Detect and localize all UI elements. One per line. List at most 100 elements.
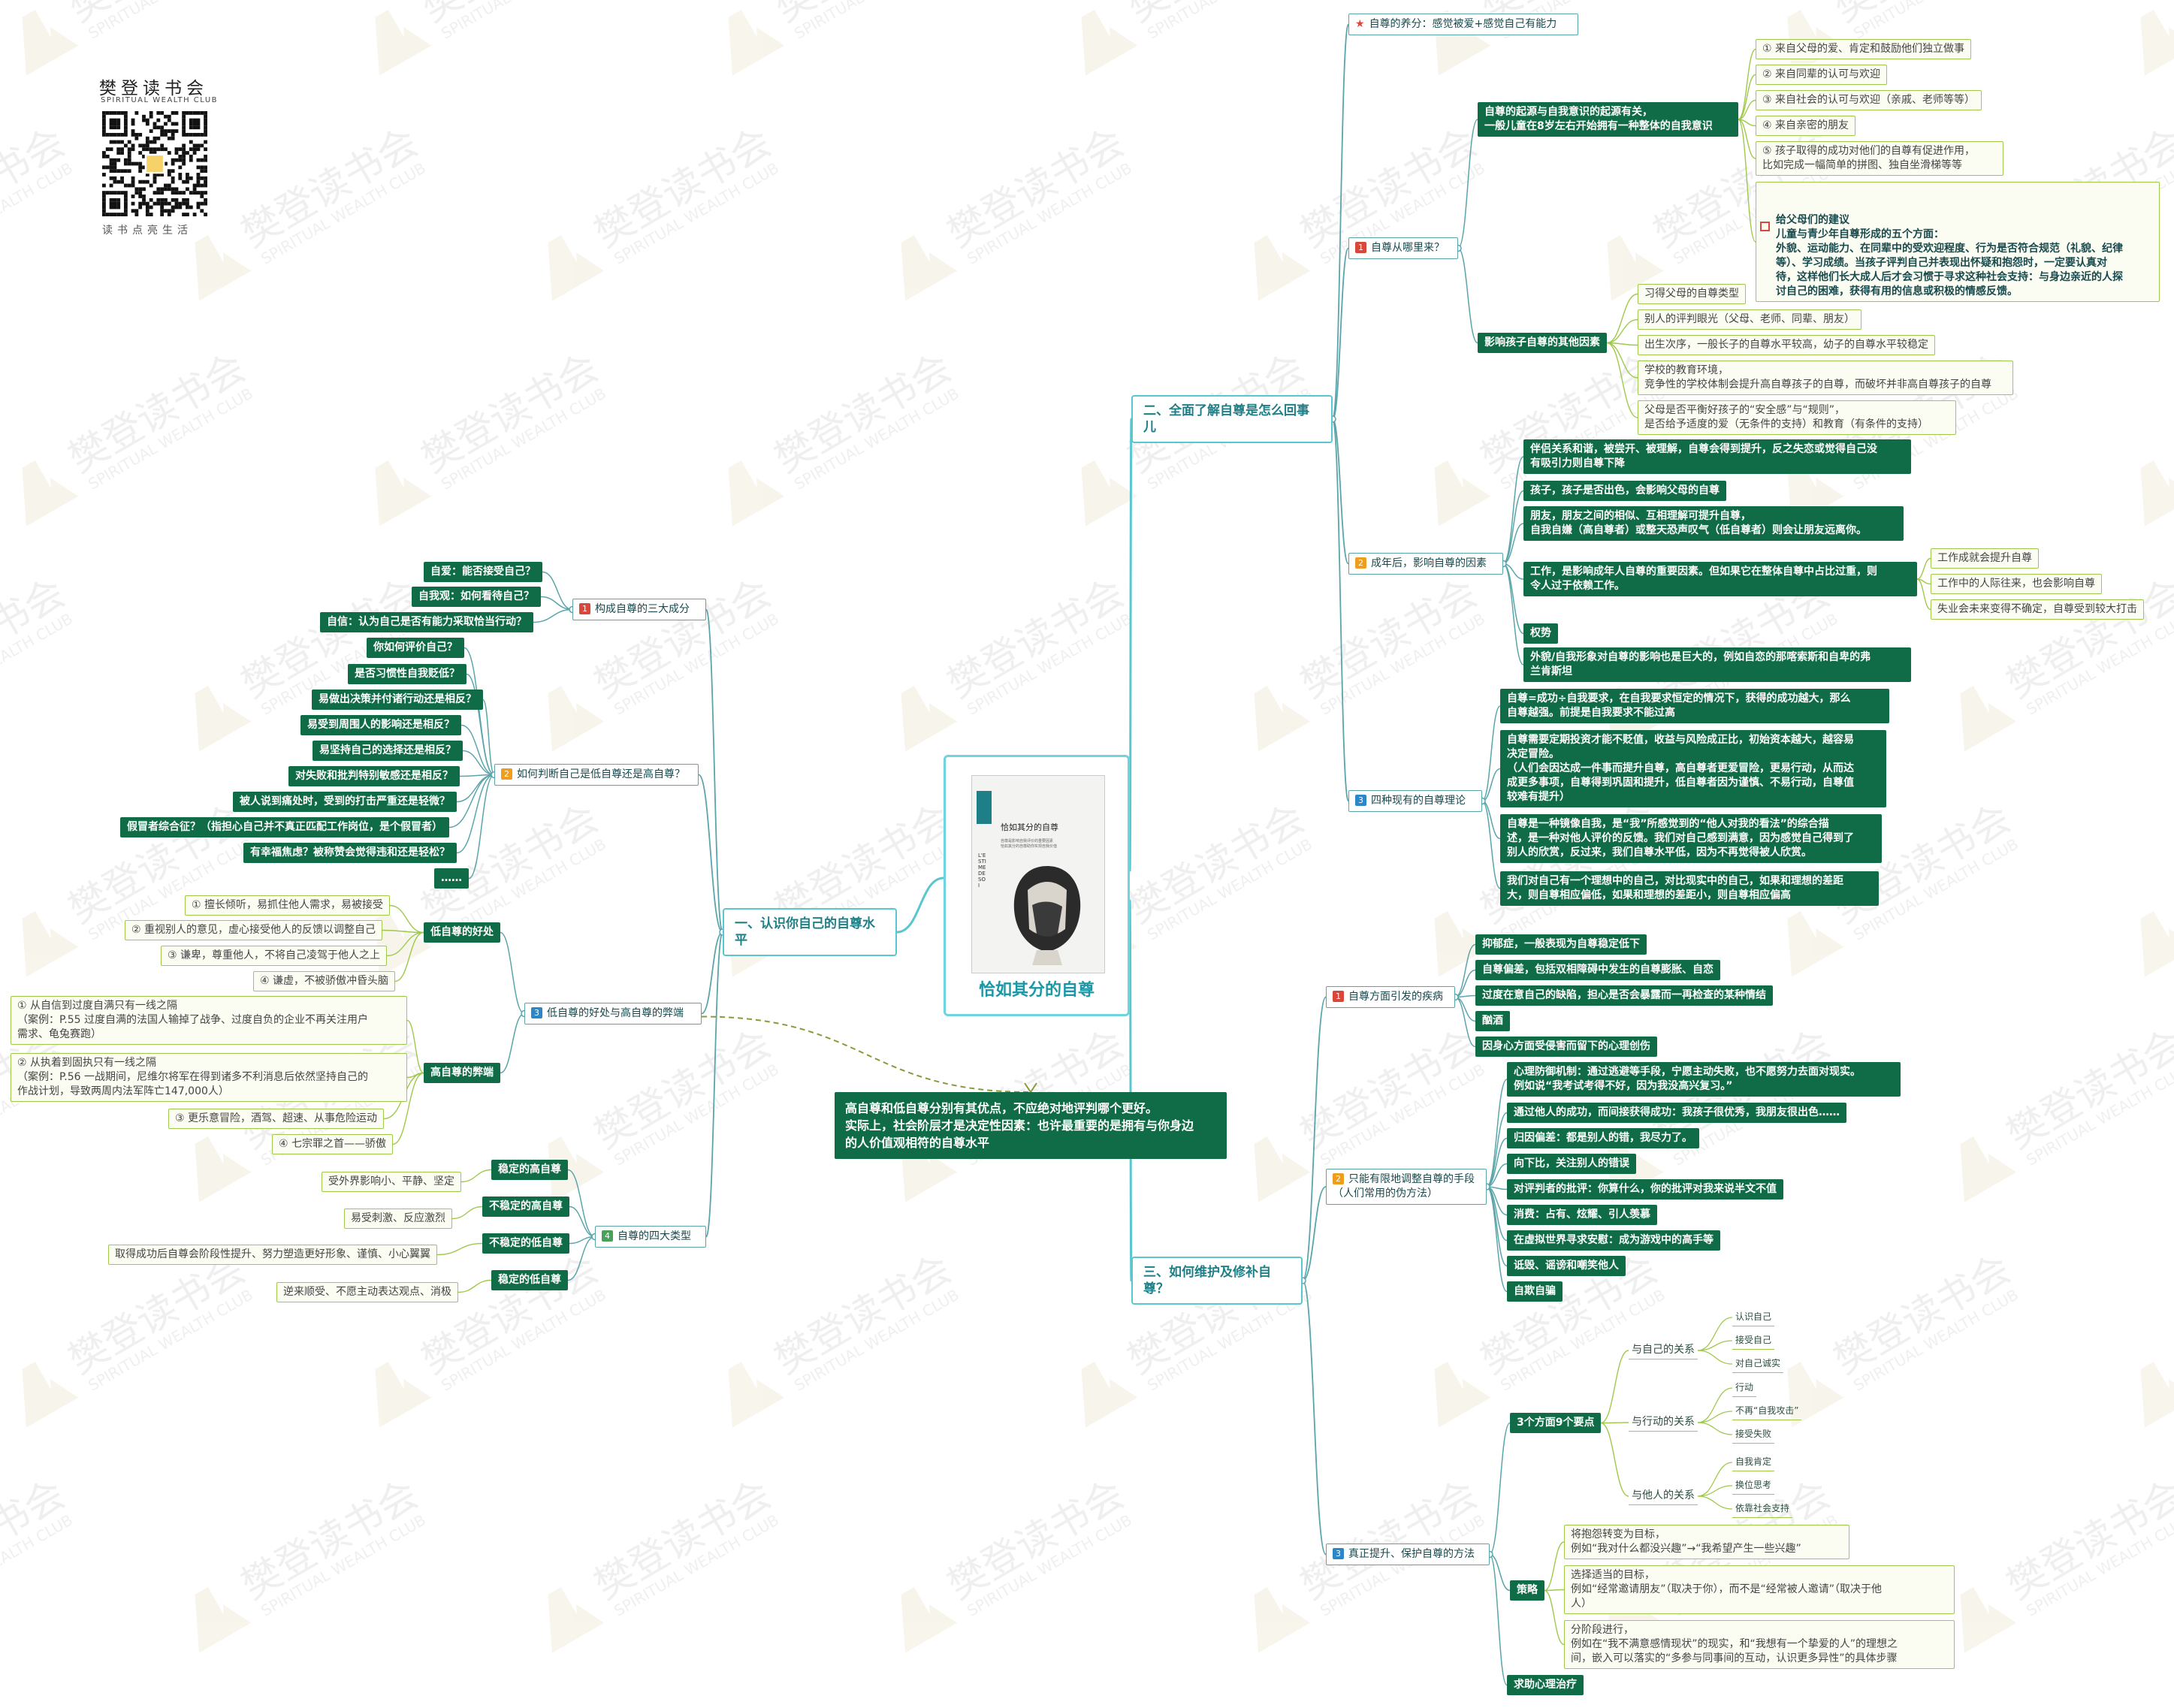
pseudo-method[interactable]: 消费：占有、炫耀、引人羡慕 [1507,1205,1657,1225]
relation-item[interactable]: 行动 [1732,1379,1757,1397]
nine-points[interactable]: 3个方面9个要点 [1510,1413,1602,1433]
branch-3-title[interactable]: 三、如何维护及修补自尊？ [1131,1257,1303,1305]
high-esteem-bad-label[interactable]: 高自尊的弊端 [424,1063,500,1083]
b1-s2-item[interactable]: 假冒者综合征？（指担心自己并不真正匹配工作岗位，是个假冒者） [120,817,449,837]
pseudo-method[interactable]: 在虚拟世界寻求安慰：成为游戏中的高手等 [1507,1230,1720,1251]
branch-2-title[interactable]: 二、全面了解自尊是怎么回事儿 [1131,395,1333,443]
pseudo-method[interactable]: 向下比，关注别人的错误 [1507,1154,1636,1174]
summary-note[interactable]: 高自尊和低自尊分别有其优点，不应绝对地评判哪个更好。 实际上，社会阶层才是决定性… [835,1092,1227,1159]
low-esteem-good-item[interactable]: ① 擅长倾听，易抓住他人需求，易被接受 [185,895,390,916]
b1-s2-item[interactable]: 易坚持自己的选择还是相反？ [313,741,463,761]
work-item[interactable]: 工作成就会提升自尊 [1931,548,2039,569]
pseudo-method[interactable]: 诋毁、谣谤和嘲笑他人 [1507,1256,1626,1276]
b1-s2-item[interactable]: 对失败和批判特别敏感还是相反？ [288,766,460,786]
b2-star-node[interactable]: ★自尊的养分：感觉被爱+感觉自己有能力 [1348,14,1578,35]
esteem-type-desc[interactable]: 受外界影响小、平静、坚定 [322,1172,461,1192]
pseudo-method[interactable]: 对评判者的批评：你算什么，你的批评对我来说半文不值 [1507,1179,1783,1200]
parent-advice-card[interactable]: 给父母们的建议 儿童与青少年自尊形成的五个方面： 外貌、运动能力、在同辈中的受欢… [1756,182,2160,302]
disease-item[interactable]: 抑郁症，一般表现为自尊稳定低下 [1475,934,1647,955]
adult-factor[interactable]: 工作，是影响成年人自尊的重要因素。但如果它在整体自尊中占比过重，则 令人过于依赖… [1523,562,1917,596]
adult-factor[interactable]: 外貌/自我形象对自尊的影响也是巨大的，例如自恋的那喀索斯和自卑的弗 兰肯斯坦 [1523,647,1911,682]
b1-s2-item[interactable]: 有幸福焦虑？被称赞会觉得违和还是轻松？ [243,843,457,863]
high-esteem-bad-item[interactable]: ① 从自信到过度自满只有一线之隔 （案例：P.55 过度自满的法国人输掉了战争、… [11,996,407,1045]
low-esteem-good-item[interactable]: ③ 谦卑，尊重他人，不将自己凌驾于他人之上 [161,946,387,966]
work-item[interactable]: 工作中的人际往来，也会影响自尊 [1931,574,2102,594]
relation-item[interactable]: 换位思考 [1732,1477,1775,1495]
relation-item[interactable]: 依靠社会支持 [1732,1500,1793,1518]
pseudo-method[interactable]: 归因偏差：都是别人的错，我尽力了。 [1507,1128,1699,1148]
strategy-item[interactable]: 选择适当的目标， 例如“经常邀请朋友”（取决于你），而不是“经常被人邀请”（取决… [1564,1565,1955,1614]
esteem-type-desc[interactable]: 易受刺激、反应激烈 [344,1209,452,1229]
high-esteem-bad-item[interactable]: ③ 更乐意冒险，酒驾、超速、从事危险运动 [168,1109,384,1129]
b1-s2-item[interactable]: 你如何评价自己？ [367,638,464,658]
b1-s1-item[interactable]: 自我观：如何看待自己？ [412,587,541,607]
esteem-type-label[interactable]: 不稳定的低自尊 [482,1233,569,1254]
esteem-theory[interactable]: 自尊需要定期投资才能不贬值，收益与风险成正比，初始资本越大，越容易 决定冒险。 … [1500,730,1886,807]
b1-s2-item[interactable]: 易受到周围人的影响还是相反？ [300,715,461,735]
b1-s2-item[interactable]: 被人说到痛处时，受到的打击严重还是轻微？ [233,792,457,812]
other-factor-item[interactable]: 父母是否平衡好孩子的“安全感”与“规则”， 是否给予适度的爱（无条件的支持）和教… [1638,400,1956,435]
low-esteem-good-label[interactable]: 低自尊的好处 [424,922,500,943]
other-factors[interactable]: 影响孩子自尊的其他因素 [1478,333,1607,353]
esteem-theory[interactable]: 自尊=成功÷自我要求，在自我要求恒定的情况下，获得的成功越大，那么 自尊越强。前… [1500,689,1889,723]
pseudo-method[interactable]: 自欺自骗 [1507,1281,1563,1302]
other-factor-item[interactable]: 习得父母的自尊类型 [1638,284,1746,304]
relation-item[interactable]: 不再“自我攻击” [1732,1402,1802,1420]
strategy-item[interactable]: 分阶段进行， 例如在“我不满意感情现状”的现实，和“我想有一个挚爱的人”的理想之… [1564,1620,1955,1669]
other-factor-item[interactable]: 学校的教育环境， 竞争性的学校体制会提升高自尊孩子的自尊，而破坏并非高自尊孩子的… [1638,361,2013,395]
branch-1-title[interactable]: 一、认识你自己的自尊水平 [723,908,897,956]
low-esteem-good-item[interactable]: ④ 谦虚，不被骄傲冲昏头脑 [253,971,396,991]
esteem-origin[interactable]: 自尊的起源与自我意识的起源有关， 一般儿童在8岁左右开始拥有一种整体的自我意识 [1478,102,1738,137]
disease-item[interactable]: 酗酒 [1475,1011,1510,1031]
adult-factor[interactable]: 孩子，孩子是否出色，会影响父母的自尊 [1523,481,1726,501]
center-node[interactable]: L'ESTIME DE SOI 恰如其分的自尊 自尊是影响自我评价的重要因素 恰… [944,755,1130,1016]
origin-item[interactable]: ② 来自同辈的认可与欢迎 [1756,65,1888,85]
esteem-type-label[interactable]: 稳定的低自尊 [491,1270,568,1290]
relation-group[interactable]: 与行动的关系 [1629,1414,1698,1432]
b1-s2-item[interactable]: …… [434,868,469,889]
disease-item[interactable]: 过度在意自己的缺陷，担心是否会暴露而一再检查的某种情结 [1475,985,1773,1006]
pseudo-method[interactable]: 通过他人的成功，而间接获得成功：我孩子很优秀，我朋友很出色…… [1507,1103,1846,1123]
therapy-item[interactable]: 求助心理治疗 [1507,1675,1584,1695]
b1-s2-item[interactable]: 易做出决策并付诸行动还是相反？ [312,690,483,710]
relation-group[interactable]: 与他人的关系 [1629,1487,1698,1505]
b1-s2-item[interactable]: 是否习惯性自我贬低？ [348,664,467,684]
esteem-type-desc[interactable]: 逆来顺受、不愿主动表达观点、消极 [276,1282,458,1302]
other-factor-item[interactable]: 出生次序，一般长子的自尊水平较高，幼子的自尊水平较稳定 [1638,335,1935,355]
esteem-theory[interactable]: 自尊是一种镜像自我，是“我”所感觉到的“他人对我的看法”的综合描 述，是一种对他… [1500,814,1882,863]
origin-item[interactable]: ④ 来自亲密的朋友 [1756,116,1856,136]
high-esteem-bad-item[interactable]: ④ 七宗罪之首——骄傲 [272,1134,394,1154]
relation-item[interactable]: 自我肯定 [1732,1453,1775,1471]
esteem-type-label[interactable]: 不稳定的高自尊 [482,1197,569,1217]
adult-factor[interactable]: 朋友，朋友之间的相似、互相理解可提升自尊， 自我自嫌（高自尊者）或整天恐声叹气（… [1523,506,1904,541]
low-esteem-good-item[interactable]: ② 重视别人的意见，虚心接受他人的反馈以调整自己 [125,920,382,940]
origin-item[interactable]: ⑤ 孩子取得的成功对他们的自尊有促进作用， 比如完成一幅简单的拼图、独自坐滑梯等… [1756,141,2003,176]
relation-item[interactable]: 接受自己 [1732,1332,1775,1350]
relation-group[interactable]: 与自己的关系 [1629,1341,1698,1359]
adult-factor[interactable]: 权势 [1523,623,1558,644]
strategy-item[interactable]: 将抱怨转变为目标， 例如“我对什么都没兴趣”→“我希望产生一些兴趣” [1564,1525,1849,1559]
b1-s1-item[interactable]: 自爱：能否接受自己？ [424,562,542,582]
esteem-type-label[interactable]: 稳定的高自尊 [491,1160,568,1180]
adult-factor[interactable]: 伴侣关系和谐，被尝开、被理解，自尊会得到提升，反之失恋或觉得自己没 有吸引力则自… [1523,439,1911,474]
esteem-theory[interactable]: 我们对自己有一个理想中的自己，对比现实中的自己，如果和理想的差距 大，则自尊相应… [1500,871,1879,906]
disease-item[interactable]: 自尊偏差，包括双相障碍中发生的自尊膨胀、自恋 [1475,960,1720,980]
pseudo-method[interactable]: 心理防御机制：通过逃避等手段，宁愿主动失败，也不愿努力去面对现实。 例如说“我考… [1507,1062,1901,1097]
work-item[interactable]: 失业会未来变得不确定，自尊受到较大打击 [1931,599,2144,620]
origin-item[interactable]: ③ 来自社会的认可与欢迎（亲戚、老师等等） [1756,90,1982,110]
high-esteem-bad-item[interactable]: ② 从执着到固执只有一线之隔 （案例：P.56 一战期间，尼维尔将军在得到诸多不… [11,1053,407,1102]
relation-item[interactable]: 认识自己 [1732,1308,1775,1326]
origin-item[interactable]: ① 来自父母的爱、肯定和鼓励他们独立做事 [1756,39,1971,59]
esteem-type-desc[interactable]: 取得成功后自尊会阶段性提升、努力塑造更好形象、谨慎、小心翼翼 [108,1245,437,1265]
relation-item[interactable]: 接受失败 [1732,1426,1775,1444]
